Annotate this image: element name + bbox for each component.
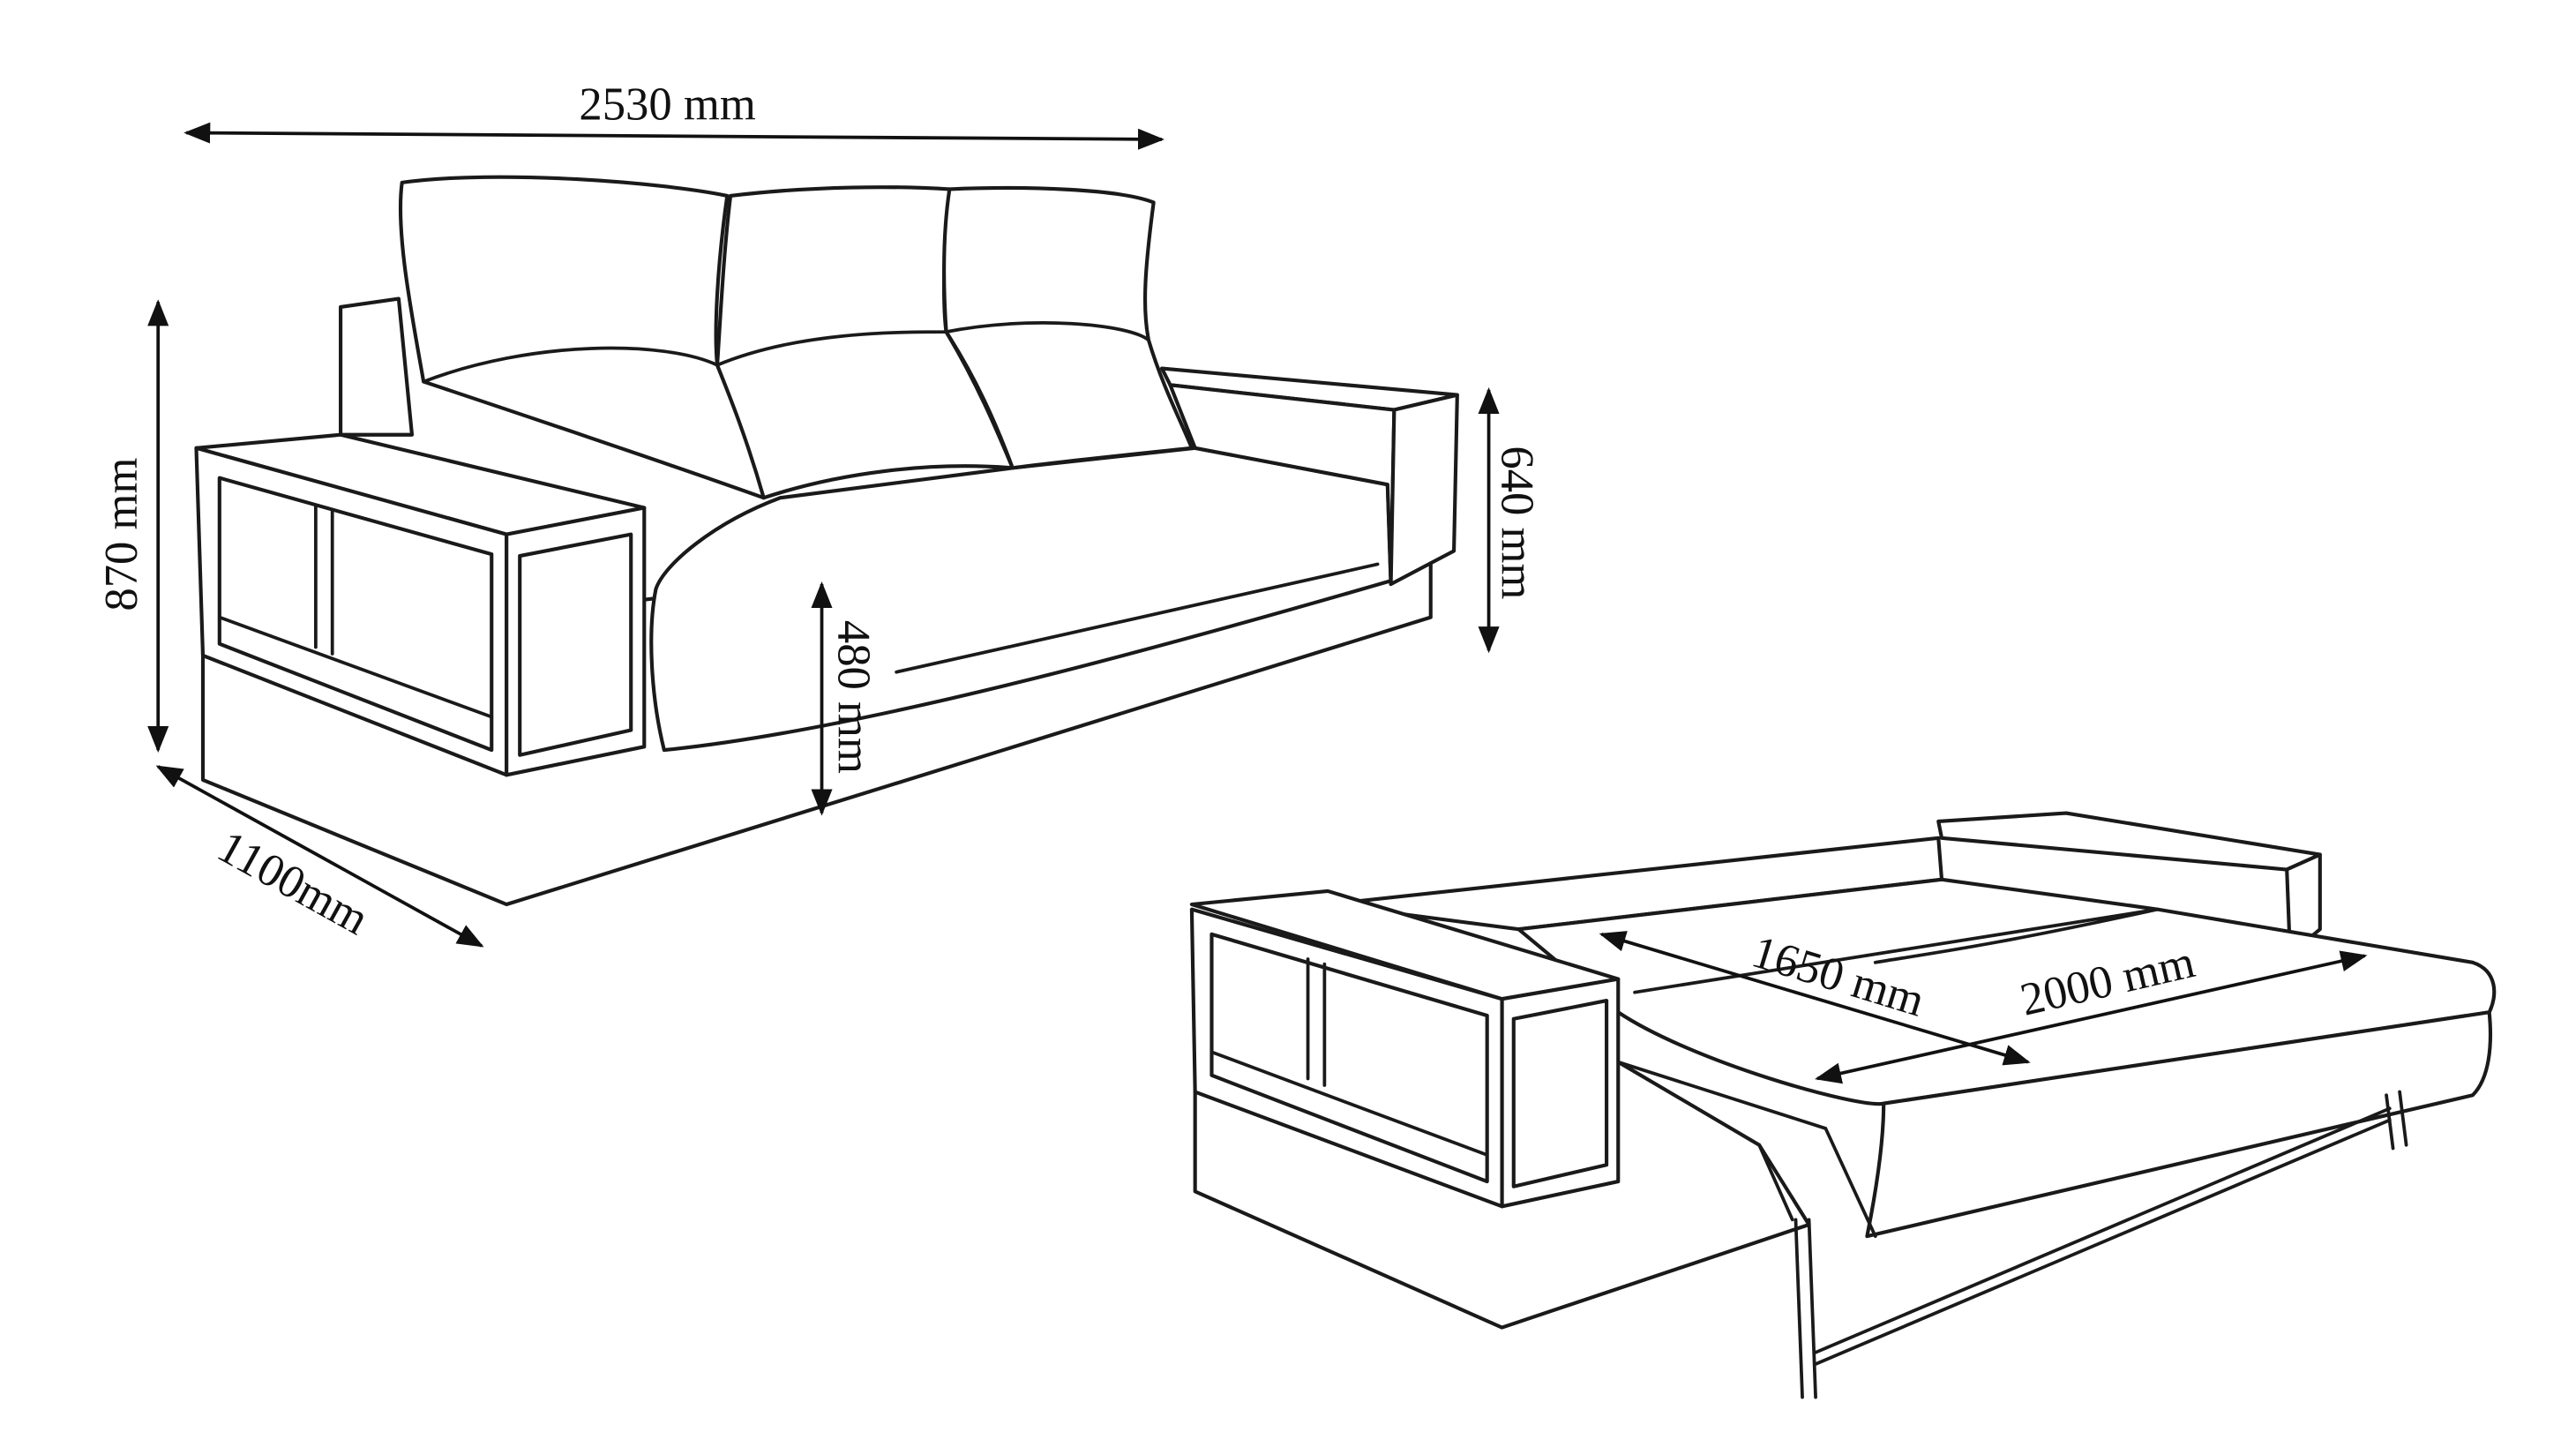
height-label: 870 mm	[96, 458, 147, 611]
seat-cushion	[649, 446, 1393, 753]
back-cushion-left	[398, 175, 766, 500]
bed-leg-front	[1793, 1218, 1817, 1399]
arm-height-label: 640 mm	[1492, 446, 1543, 599]
left-arm-open-shelf	[1209, 957, 1489, 1157]
width-arrow	[183, 122, 1165, 150]
open-sofa-bed	[1189, 811, 2497, 1399]
bed-leg-back	[2385, 1090, 2408, 1151]
seat-front-line	[895, 562, 1380, 674]
bed-frame-side	[1616, 1060, 1877, 1239]
depth-arrow	[155, 765, 484, 948]
back-frame-left	[339, 296, 415, 437]
left-arm-open-front-opening	[1511, 999, 1609, 1188]
left-arm-open-side-opening	[1209, 932, 1489, 1184]
closed-sofa	[194, 175, 1459, 907]
bed-rail	[1814, 1106, 2392, 1366]
back-cushion-lower-line	[422, 321, 1150, 384]
right-arm-back	[1936, 811, 2322, 872]
right-arm-back-front	[2285, 852, 2322, 956]
seat-height-label: 480 mm	[827, 620, 879, 774]
right-arm-side	[1168, 383, 1397, 587]
bed-length-arrow	[1815, 950, 2368, 1084]
right-arm-front	[1389, 393, 1459, 587]
left-arm-front-opening	[518, 532, 633, 757]
left-arm-shelf	[217, 504, 494, 719]
width-label: 2530 mm	[579, 79, 755, 130]
left-arm-side-opening	[217, 476, 494, 753]
